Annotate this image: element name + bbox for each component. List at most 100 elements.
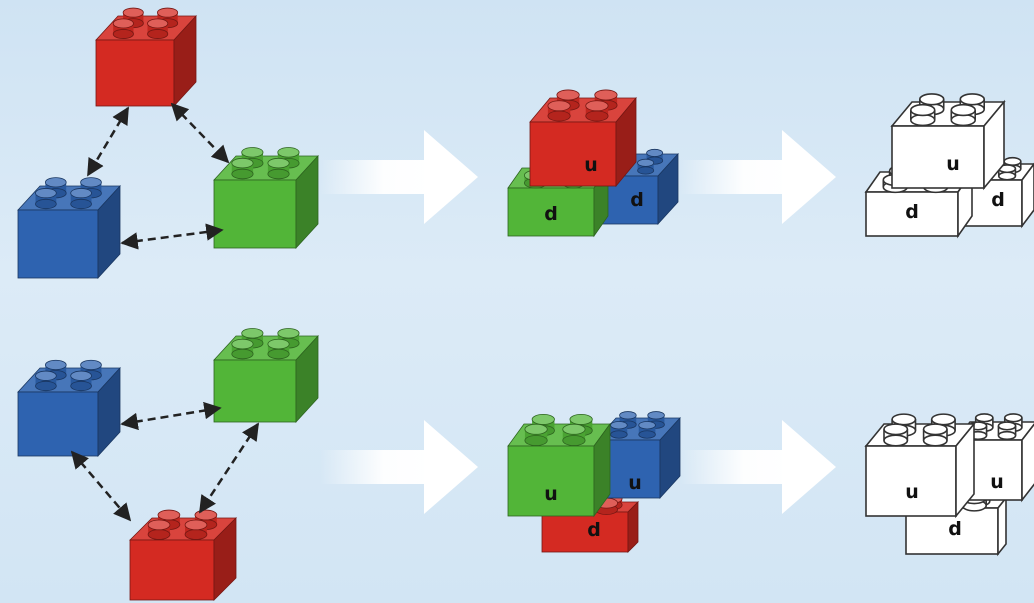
row1-red-brick (95, 7, 197, 108)
row2-stack-label-left: u (544, 483, 558, 505)
stack-green-front (507, 445, 595, 517)
row1-green-brick (213, 147, 319, 250)
red-brick-body-stud (147, 519, 171, 540)
stack-red-front (541, 511, 629, 553)
row2-stack-label-right: u (628, 472, 642, 494)
green-brick-body-stud (231, 338, 254, 360)
stack-green-side (593, 422, 611, 518)
stack-red-side (627, 501, 639, 553)
row1-blue-brick (17, 177, 121, 280)
blue-brick-body (17, 177, 121, 280)
blue-brick-body-stud (35, 188, 57, 210)
row2-blue-brick (17, 359, 121, 458)
outline-right-side (1021, 423, 1034, 503)
outline-right-stud (997, 421, 1017, 441)
stack-red (529, 89, 637, 188)
blue-brick-body-stud (70, 188, 92, 210)
green-brick-body-side (295, 334, 319, 424)
row2-stack-label-bottom: d (587, 519, 601, 541)
outline-top-front (891, 125, 985, 189)
stack-blue-stud (610, 421, 628, 439)
row2-outline-label-left: u (905, 481, 919, 503)
row1-stack-label-left: d (544, 203, 558, 225)
green-brick-body-front (213, 359, 297, 423)
stack-red-stud (585, 100, 609, 122)
blue-brick-body-front (17, 391, 99, 457)
red-brick-body-side (213, 517, 237, 601)
blue-brick-body-side (97, 366, 121, 458)
row1-stack-label-right: d (630, 189, 644, 211)
stack-red-side (615, 96, 637, 188)
row1-outline-label-right: d (991, 189, 1005, 211)
green-brick-body (213, 147, 319, 250)
blue-brick-body-front (17, 209, 99, 279)
row1-arrow-blue-green (120, 223, 224, 250)
red-brick-body (95, 7, 197, 108)
outline-left-stud (883, 423, 909, 447)
green-brick-body-stud (267, 157, 290, 180)
stack-green-stud (562, 423, 586, 446)
row2-outline-stack (864, 413, 1034, 557)
outline-right-stud (997, 164, 1017, 181)
outline-top-stud (950, 103, 977, 127)
blue-brick-body-side (97, 184, 121, 280)
outline-top-side (983, 99, 1005, 191)
row1-arrow-red-blue (86, 106, 130, 177)
outline-top (890, 93, 1006, 191)
row1-big-arrow-1 (320, 130, 478, 224)
outline-left-front (865, 445, 957, 517)
blue-brick-body-stud (70, 370, 92, 392)
red-brick-body-front (95, 39, 175, 107)
stack-green-top (507, 423, 611, 447)
outline-left-stud (922, 423, 948, 447)
row1-color-cycle (17, 7, 319, 280)
row2-big-arrow-1 (320, 420, 478, 514)
stack-green-stud (524, 423, 548, 446)
stack-blue-side (657, 152, 679, 226)
outline-left (864, 413, 976, 519)
blue-brick-body (17, 359, 121, 458)
stack-green (507, 413, 611, 518)
green-brick-body (213, 328, 319, 424)
green-brick-body-stud (231, 157, 254, 180)
stack-blue-stud (637, 158, 655, 175)
stack-blue-stud (647, 411, 665, 429)
green-brick-body-front (213, 179, 297, 249)
row1-big-arrow-2 (680, 130, 836, 224)
outline-bottom-side (997, 495, 1007, 557)
stack-red-stud (547, 100, 571, 122)
row1-stack-label-top: u (584, 154, 598, 176)
row2-outline-label-bottom: d (948, 518, 962, 540)
outline-left-side (955, 421, 975, 519)
row1-outline-label-left: d (905, 201, 919, 223)
stack-blue-stud (646, 148, 664, 165)
green-brick-body-side (295, 154, 319, 250)
red-brick-body-front (129, 539, 215, 601)
row2-outline-label-right: u (990, 471, 1004, 493)
row1-outline-label-top: u (946, 153, 960, 175)
row1-assembled-stack (507, 89, 679, 238)
stack-blue-stud (638, 421, 656, 439)
row2-arrow-blue-green (120, 401, 222, 431)
blue-brick-body-stud (35, 370, 57, 392)
red-brick-body-stud (147, 18, 169, 39)
row1-outline-stack (864, 93, 1034, 239)
row2-arrow-blue-red (70, 450, 132, 522)
green-brick-body-stud (267, 338, 290, 360)
stack-red-front (529, 121, 617, 187)
outline-left-front (865, 191, 959, 237)
outline-right-side (1021, 162, 1034, 229)
row2-arrow-green-red (198, 422, 260, 514)
row2-red-brick (129, 509, 237, 601)
row2-big-arrow-2 (680, 420, 836, 514)
stack-blue-side (659, 416, 681, 500)
row2-assembled-stack (507, 411, 681, 553)
red-brick-body-stud (184, 519, 208, 540)
stack-green-front (507, 187, 595, 237)
row1-arrow-red-green (170, 102, 230, 164)
row2-color-cycle (17, 328, 319, 601)
red-brick-body-stud (112, 18, 134, 39)
outline-top-stud (909, 103, 936, 127)
row2-green-brick (213, 328, 319, 424)
